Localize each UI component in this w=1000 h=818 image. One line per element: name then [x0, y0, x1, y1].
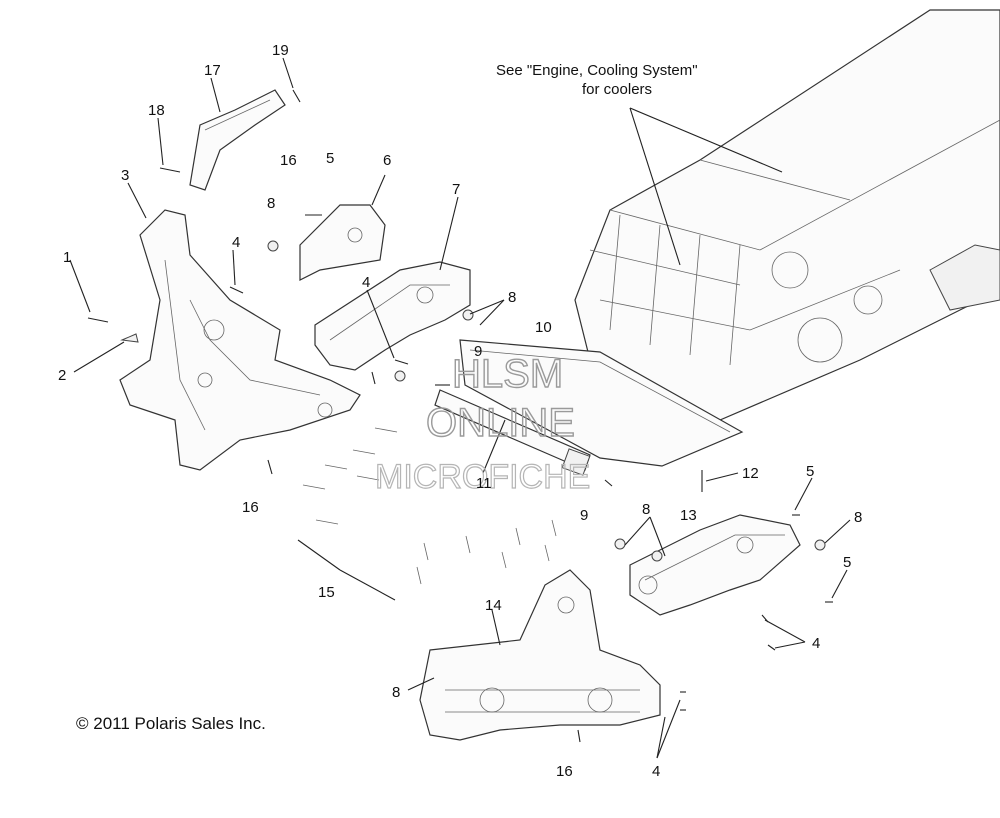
callout-19: 19: [272, 42, 289, 59]
callout-6: 6: [383, 152, 391, 169]
fasteners: [87, 89, 833, 743]
callouts: 19 17 18 16 5 6 3 8 4 7 1 4 8 10 2 9 11 …: [58, 42, 862, 780]
watermark-line-1: HLSM: [452, 352, 563, 396]
mount-bracket-6: [299, 204, 386, 281]
callout-3: 3: [121, 167, 129, 184]
upper-bracket: [189, 89, 286, 191]
support-bracket-7: [314, 261, 471, 371]
callout-18: 18: [148, 102, 165, 119]
callout-8-mid: 8: [508, 289, 516, 306]
callout-11: 11: [476, 475, 492, 492]
callout-1: 1: [63, 249, 71, 266]
callout-8-right: 8: [854, 509, 862, 526]
callout-5-lower: 5: [843, 554, 851, 571]
note-line-1: See "Engine, Cooling System": [496, 62, 698, 79]
callout-17: 17: [204, 62, 221, 79]
left-front-bulkhead: [119, 209, 361, 471]
callout-4-bottom: 4: [652, 763, 660, 780]
copyright-text: © 2011 Polaris Sales Inc.: [76, 714, 266, 733]
callout-16-bottom: 16: [556, 763, 573, 780]
callout-8-right-left: 8: [642, 501, 650, 518]
leader-lines: [69, 57, 851, 759]
right-bracket-13: [629, 514, 801, 616]
callout-5-right: 5: [806, 463, 814, 480]
watermark-line-2: ONLINE: [426, 401, 575, 445]
callout-9-bottom: 9: [580, 507, 588, 524]
note-line-2: for coolers: [582, 81, 652, 98]
callout-16-left: 16: [242, 499, 259, 516]
watermark-line-3: MICROFICHE: [375, 458, 590, 496]
shaft-11: [434, 389, 591, 476]
skid-plate: [459, 339, 744, 467]
chassis-bulkhead: [574, 9, 1000, 421]
callout-10: 10: [535, 319, 552, 336]
watermark: HLSM ONLINE MICROFICHE: [374, 351, 591, 496]
callout-16-top: 16: [280, 152, 297, 169]
callout-15: 15: [318, 584, 335, 601]
callout-4-right: 4: [812, 635, 820, 652]
rear-bulkhead-14: [419, 569, 661, 741]
callout-4-left: 4: [232, 234, 240, 251]
callout-14: 14: [485, 597, 502, 614]
callout-12: 12: [742, 465, 759, 482]
callout-8-bottom: 8: [392, 684, 400, 701]
callout-5-top: 5: [326, 150, 334, 167]
callout-13: 13: [680, 507, 697, 524]
callout-7: 7: [452, 181, 460, 198]
callout-2: 2: [58, 367, 66, 384]
callout-9-top: 9: [474, 343, 482, 360]
callout-4-mid: 4: [362, 274, 370, 291]
callout-8-top: 8: [267, 195, 275, 212]
